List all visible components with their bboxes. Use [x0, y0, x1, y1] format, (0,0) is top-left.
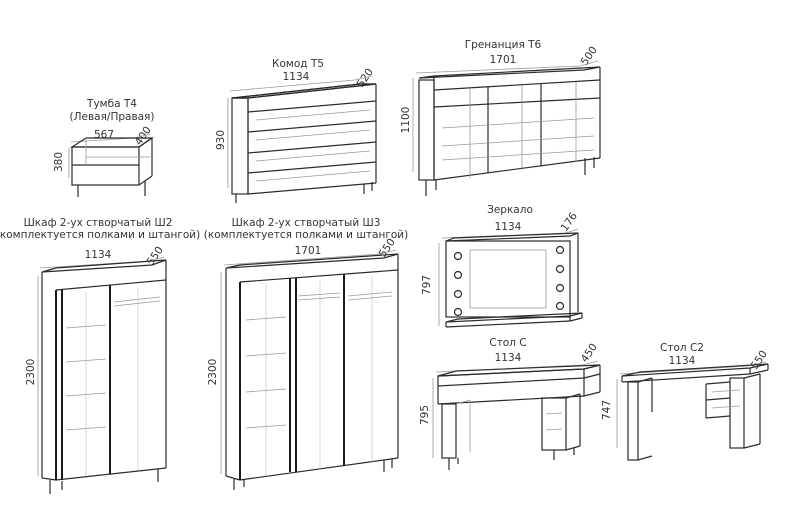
shkaf3-width: 1701	[295, 245, 322, 257]
item-shkaf2: Шкаф 2-ух створчатый Ш2 (комплектуется п…	[0, 217, 200, 494]
komod-height: 930	[215, 130, 227, 150]
stol-c-width: 1134	[495, 352, 522, 364]
item-stol-c2: Стол С2 1134 550 747	[601, 342, 770, 461]
lamp-icon	[453, 289, 463, 299]
item-zerkalo: Зеркало 1134 176 797	[421, 204, 583, 328]
lamp-icon	[453, 270, 463, 280]
item-komod: Комод Т5 1134 520 930	[215, 58, 377, 203]
stol-c-title: Стол С	[489, 337, 526, 349]
lamp-icon	[453, 307, 463, 317]
stol-c-drawing	[432, 360, 601, 470]
shkaf3-title: Шкаф 2-ух створчатый Ш3	[232, 217, 381, 229]
stol-c2-height: 747	[601, 400, 613, 420]
zerkalo-drawing	[438, 228, 583, 328]
tumba-drawing	[68, 133, 154, 197]
zerkalo-depth: 176	[559, 210, 581, 234]
shkaf2-drawing	[37, 256, 167, 494]
shkaf3-drawing	[220, 249, 399, 490]
shkaf2-subtitle: (комплектуется полками и штангой)	[0, 229, 200, 241]
gredenciya-height: 1100	[400, 107, 412, 134]
stol-c2-width: 1134	[669, 355, 696, 367]
stol-c2-title: Стол С2	[660, 342, 704, 354]
gredenciya-drawing	[412, 60, 601, 196]
lamp-icon	[555, 283, 565, 293]
item-gredenciya: Гренанция Т6 1701 500 1100	[400, 39, 601, 196]
gredenciya-title: Гренанция Т6	[465, 39, 542, 51]
shkaf2-height: 2300	[25, 359, 37, 386]
lamp-icon	[555, 264, 565, 274]
tumba-title: Тумба Т4	[86, 98, 137, 110]
item-stol-c: Стол С 1134 450 795	[419, 337, 601, 470]
tumba-subtitle: (Левая/Правая)	[70, 111, 155, 123]
tumba-height: 380	[53, 152, 65, 172]
shkaf2-width: 1134	[85, 249, 112, 261]
komod-drawing	[227, 75, 377, 203]
lamp-icon	[555, 301, 565, 311]
zerkalo-height: 797	[421, 275, 433, 295]
komod-title: Комод Т5	[272, 58, 324, 70]
stol-c2-drawing	[616, 361, 769, 461]
stol-c-height: 795	[419, 405, 431, 425]
item-shkaf3: Шкаф 2-ух створчатый Ш3 (комплектуется п…	[204, 217, 408, 490]
item-tumba: Тумба Т4 (Левая/Правая) 567 400 380	[53, 98, 154, 197]
zerkalo-title: Зеркало	[487, 204, 533, 216]
shkaf3-height: 2300	[207, 359, 219, 386]
shkaf3-subtitle: (комплектуется полками и штангой)	[204, 229, 408, 241]
lamp-icon	[453, 251, 463, 261]
gredenciya-width: 1701	[490, 54, 517, 66]
zerkalo-width: 1134	[495, 221, 522, 233]
gredenciya-depth: 500	[579, 44, 600, 67]
shkaf2-title: Шкаф 2-ух створчатый Ш2	[24, 217, 173, 229]
lamp-icon	[555, 245, 565, 255]
stol-c2-depth: 550	[749, 348, 770, 371]
komod-width: 1134	[283, 71, 310, 83]
